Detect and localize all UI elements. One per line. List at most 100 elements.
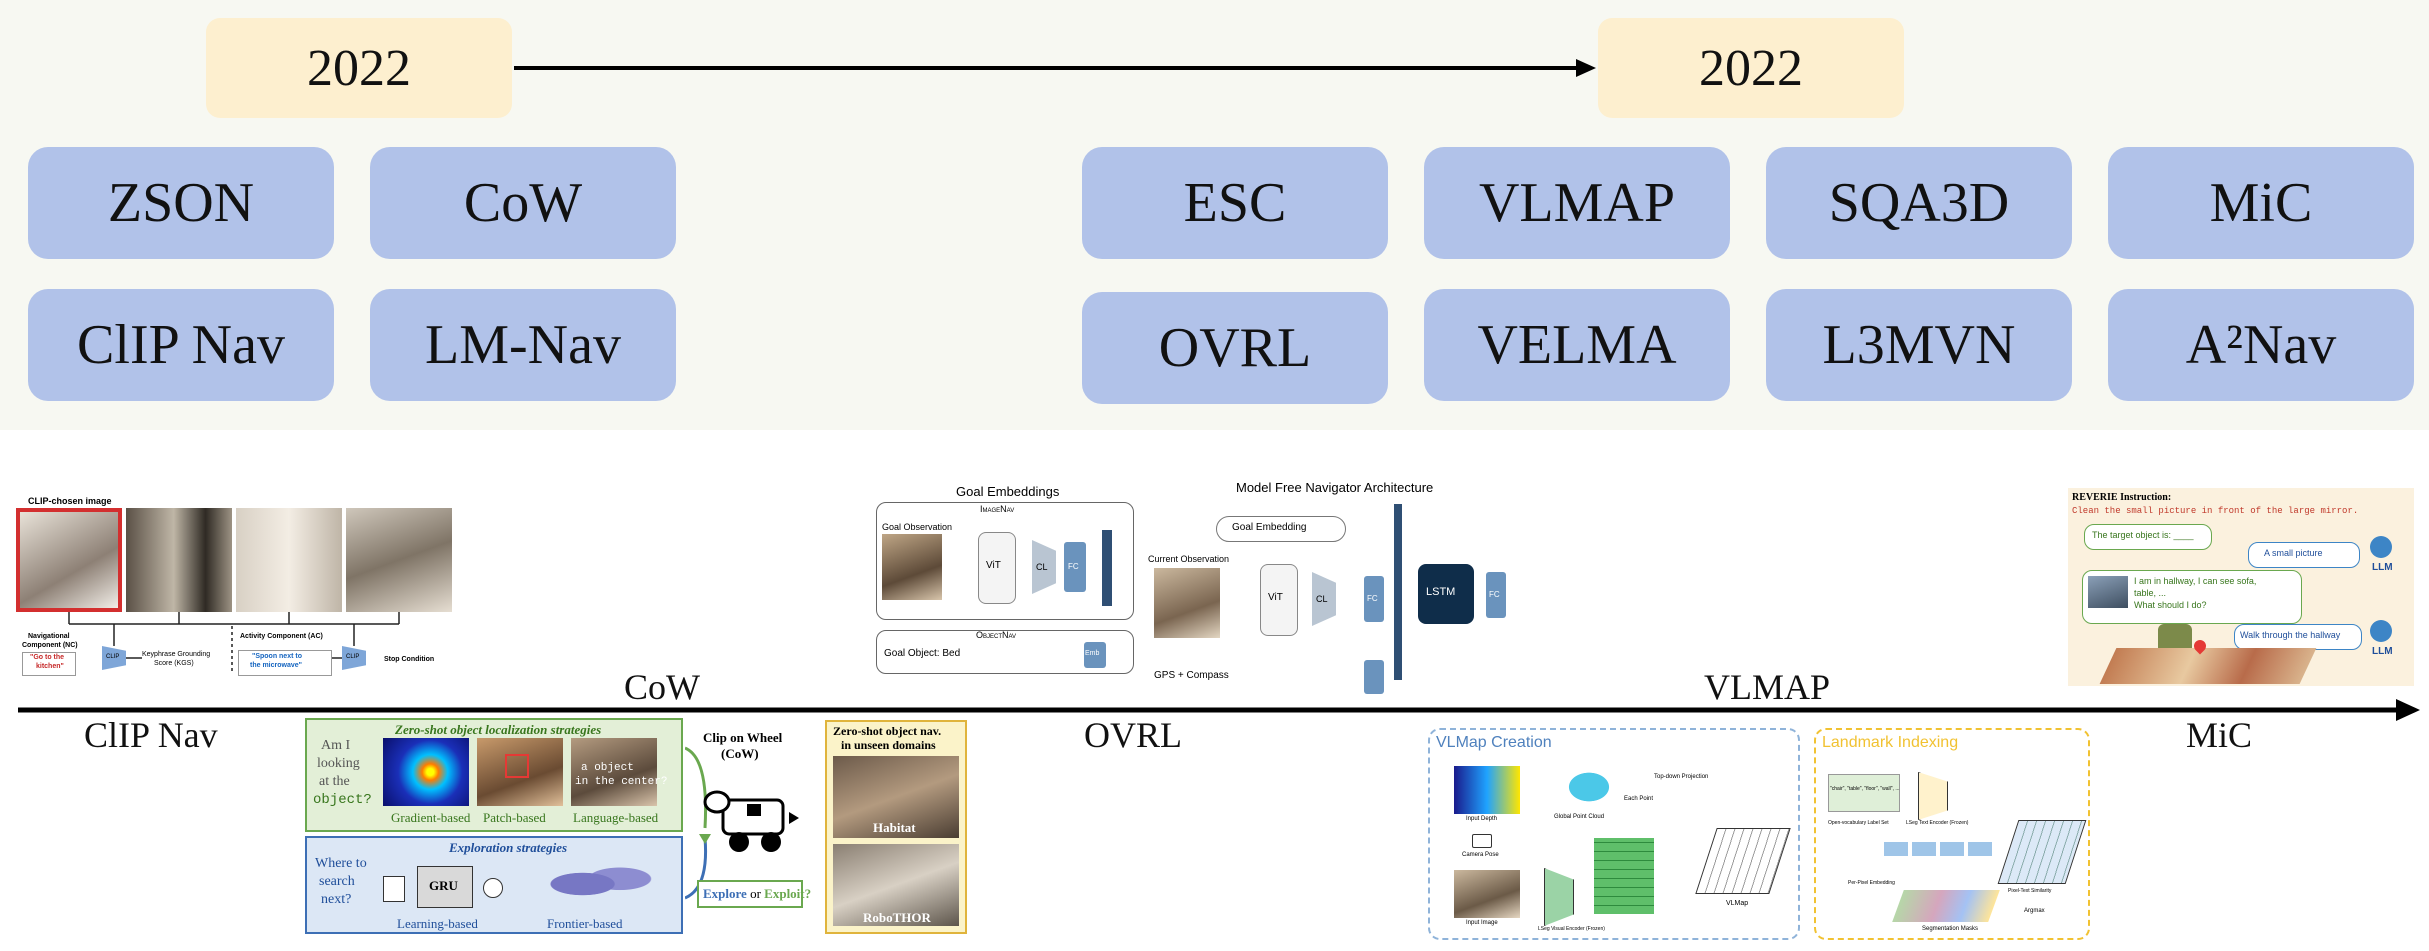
goal-embedding-label: Goal Embedding (1232, 522, 1307, 533)
gps-label: GPS + Compass (1154, 670, 1229, 681)
wheel-title-1: Clip on Wheel (703, 730, 783, 745)
timeline-label-vlmap: VLMAP (1704, 667, 1831, 707)
goal-embeddings-title: Goal Embeddings (956, 484, 1060, 499)
cloud-label: Global Point Cloud (1554, 814, 1605, 820)
lstm-block (1418, 564, 1474, 624)
rgb-image (1454, 870, 1520, 918)
habitat-image (833, 756, 959, 838)
objectnav-label: ObjectNav (976, 630, 1017, 640)
fc-block-1 (1064, 542, 1086, 592)
goal-obs-image (882, 534, 942, 600)
method-box-mic: MiC (2108, 147, 2414, 259)
patch-caption: Patch-based (483, 810, 546, 825)
creation-panel (1428, 728, 1800, 940)
goal-obs-label: Goal Observation (882, 522, 953, 532)
ac-label: Activity Component (AC) (240, 633, 323, 640)
where-2: search (319, 874, 355, 889)
input-box (383, 876, 405, 902)
where-1: Where to (315, 856, 367, 871)
timeline-label-mic: MiC (2186, 715, 2253, 755)
or-word: or (746, 886, 765, 901)
topdown-label: Top-down Projection (1654, 774, 1709, 780)
ac-quote (238, 650, 332, 676)
arch-title: Model Free Navigator Architecture (1236, 480, 1434, 495)
language-image (571, 738, 657, 806)
timeline-arrow (18, 699, 2420, 721)
indexing-panel (1814, 728, 2090, 940)
lseg-visual-label: LSeg Visual Encoder (Frozen) (1538, 926, 1605, 932)
imagenav-box (876, 502, 1134, 620)
explore-word: Explore (703, 886, 747, 901)
llm-icon-2 (2370, 620, 2392, 642)
cow-robot-icon (703, 790, 799, 852)
explore-title: Exploration strategies (449, 840, 568, 855)
text-embeddings (1884, 842, 1994, 856)
loc-title: Zero-shot object localization strategies (395, 722, 602, 737)
zs-title-2: in unseen domains (841, 738, 936, 752)
pixel-emb-label: Per-Pixel Embedding (1848, 880, 1895, 886)
center-2: in the center? (575, 776, 668, 788)
where-3: next? (321, 892, 352, 907)
fc-block-3 (1364, 660, 1384, 694)
timeline-label-cow: CoW (624, 667, 700, 707)
lstm-label: LSTM (1426, 586, 1456, 598)
end-year-badge: 2022 (1598, 18, 1904, 118)
timeline-label-ovrl: OVRL (1084, 715, 1182, 755)
target-text: The target object is: ____ (2092, 530, 2194, 540)
center-1: a object (581, 762, 634, 774)
mic-figure: REVERIE Instruction: Clean the small pic… (2068, 488, 2414, 686)
habitat-label: Habitat (873, 820, 916, 835)
question-4: object? (313, 792, 372, 808)
exploit-word: Exploit? (764, 886, 812, 901)
clip-block-1 (102, 646, 126, 670)
label-set: Open-vocabulary Label Set (1828, 820, 1889, 826)
cl-label-1: CL (1036, 562, 1048, 572)
vit-box-1 (978, 532, 1016, 604)
frame-2 (126, 508, 232, 612)
question-2: looking (317, 756, 360, 771)
llm-label-1: LLM (2372, 562, 2393, 573)
walk-text: Walk through the hallway (2240, 630, 2341, 640)
question-1: Am I (321, 738, 351, 753)
hallway-3: What should I do? (2134, 600, 2207, 610)
ac-quote-2: the microwave" (250, 662, 302, 669)
cloud-image (1554, 762, 1624, 812)
reverie-title: REVERIE Instruction: (2072, 492, 2172, 503)
frame-4 (346, 508, 452, 612)
cl-block-2 (1312, 572, 1336, 626)
cl-block-1 (1032, 540, 1056, 594)
llm-icon-1 (2370, 536, 2392, 558)
robothor-image (833, 844, 959, 926)
feature-grid (1594, 838, 1654, 914)
year-arrow (514, 59, 1596, 77)
current-obs-label: Current Observation (1148, 554, 1230, 564)
clipnav-connectors (68, 612, 400, 672)
start-year-badge: 2022 (206, 18, 512, 118)
explore-exploit: Explore or Exploit? (703, 886, 811, 902)
depth-label: Input Depth (1466, 816, 1498, 822)
gradient-image (383, 738, 469, 806)
method-box-velma: VELMA (1424, 289, 1730, 401)
clip-label-1: CLIP (106, 654, 120, 660)
kgs-1: Keyphrase Grounding (142, 651, 211, 658)
camera-icon (1472, 834, 1492, 848)
goal-object-label: Goal Object: Bed (884, 648, 961, 659)
gru-label: GRU (429, 878, 458, 893)
fc-block-2 (1364, 576, 1384, 622)
cow-connectors (685, 746, 711, 900)
method-box-lmnav: LM-Nav (370, 289, 676, 401)
nc-label-1: Navigational (28, 633, 70, 640)
nc-label-2: Component (NC) (22, 642, 78, 649)
nc-quote (22, 652, 76, 676)
emb-block (1084, 642, 1106, 668)
current-obs-image (1154, 568, 1220, 638)
vit-label-2: ViT (1268, 592, 1283, 603)
each-point-label: Each Point (1624, 796, 1654, 802)
nc-quote-1: "Go to the (30, 654, 65, 661)
patch-image (477, 738, 563, 806)
method-box-l3mvn: L3MVN (1766, 289, 2072, 401)
concat-bar (1394, 504, 1402, 680)
robothor-label: RoboTHOR (863, 910, 931, 925)
chosen-frame (16, 508, 122, 612)
labels-text: "chair", "table", "floor", "wall", ... (1830, 786, 1900, 792)
